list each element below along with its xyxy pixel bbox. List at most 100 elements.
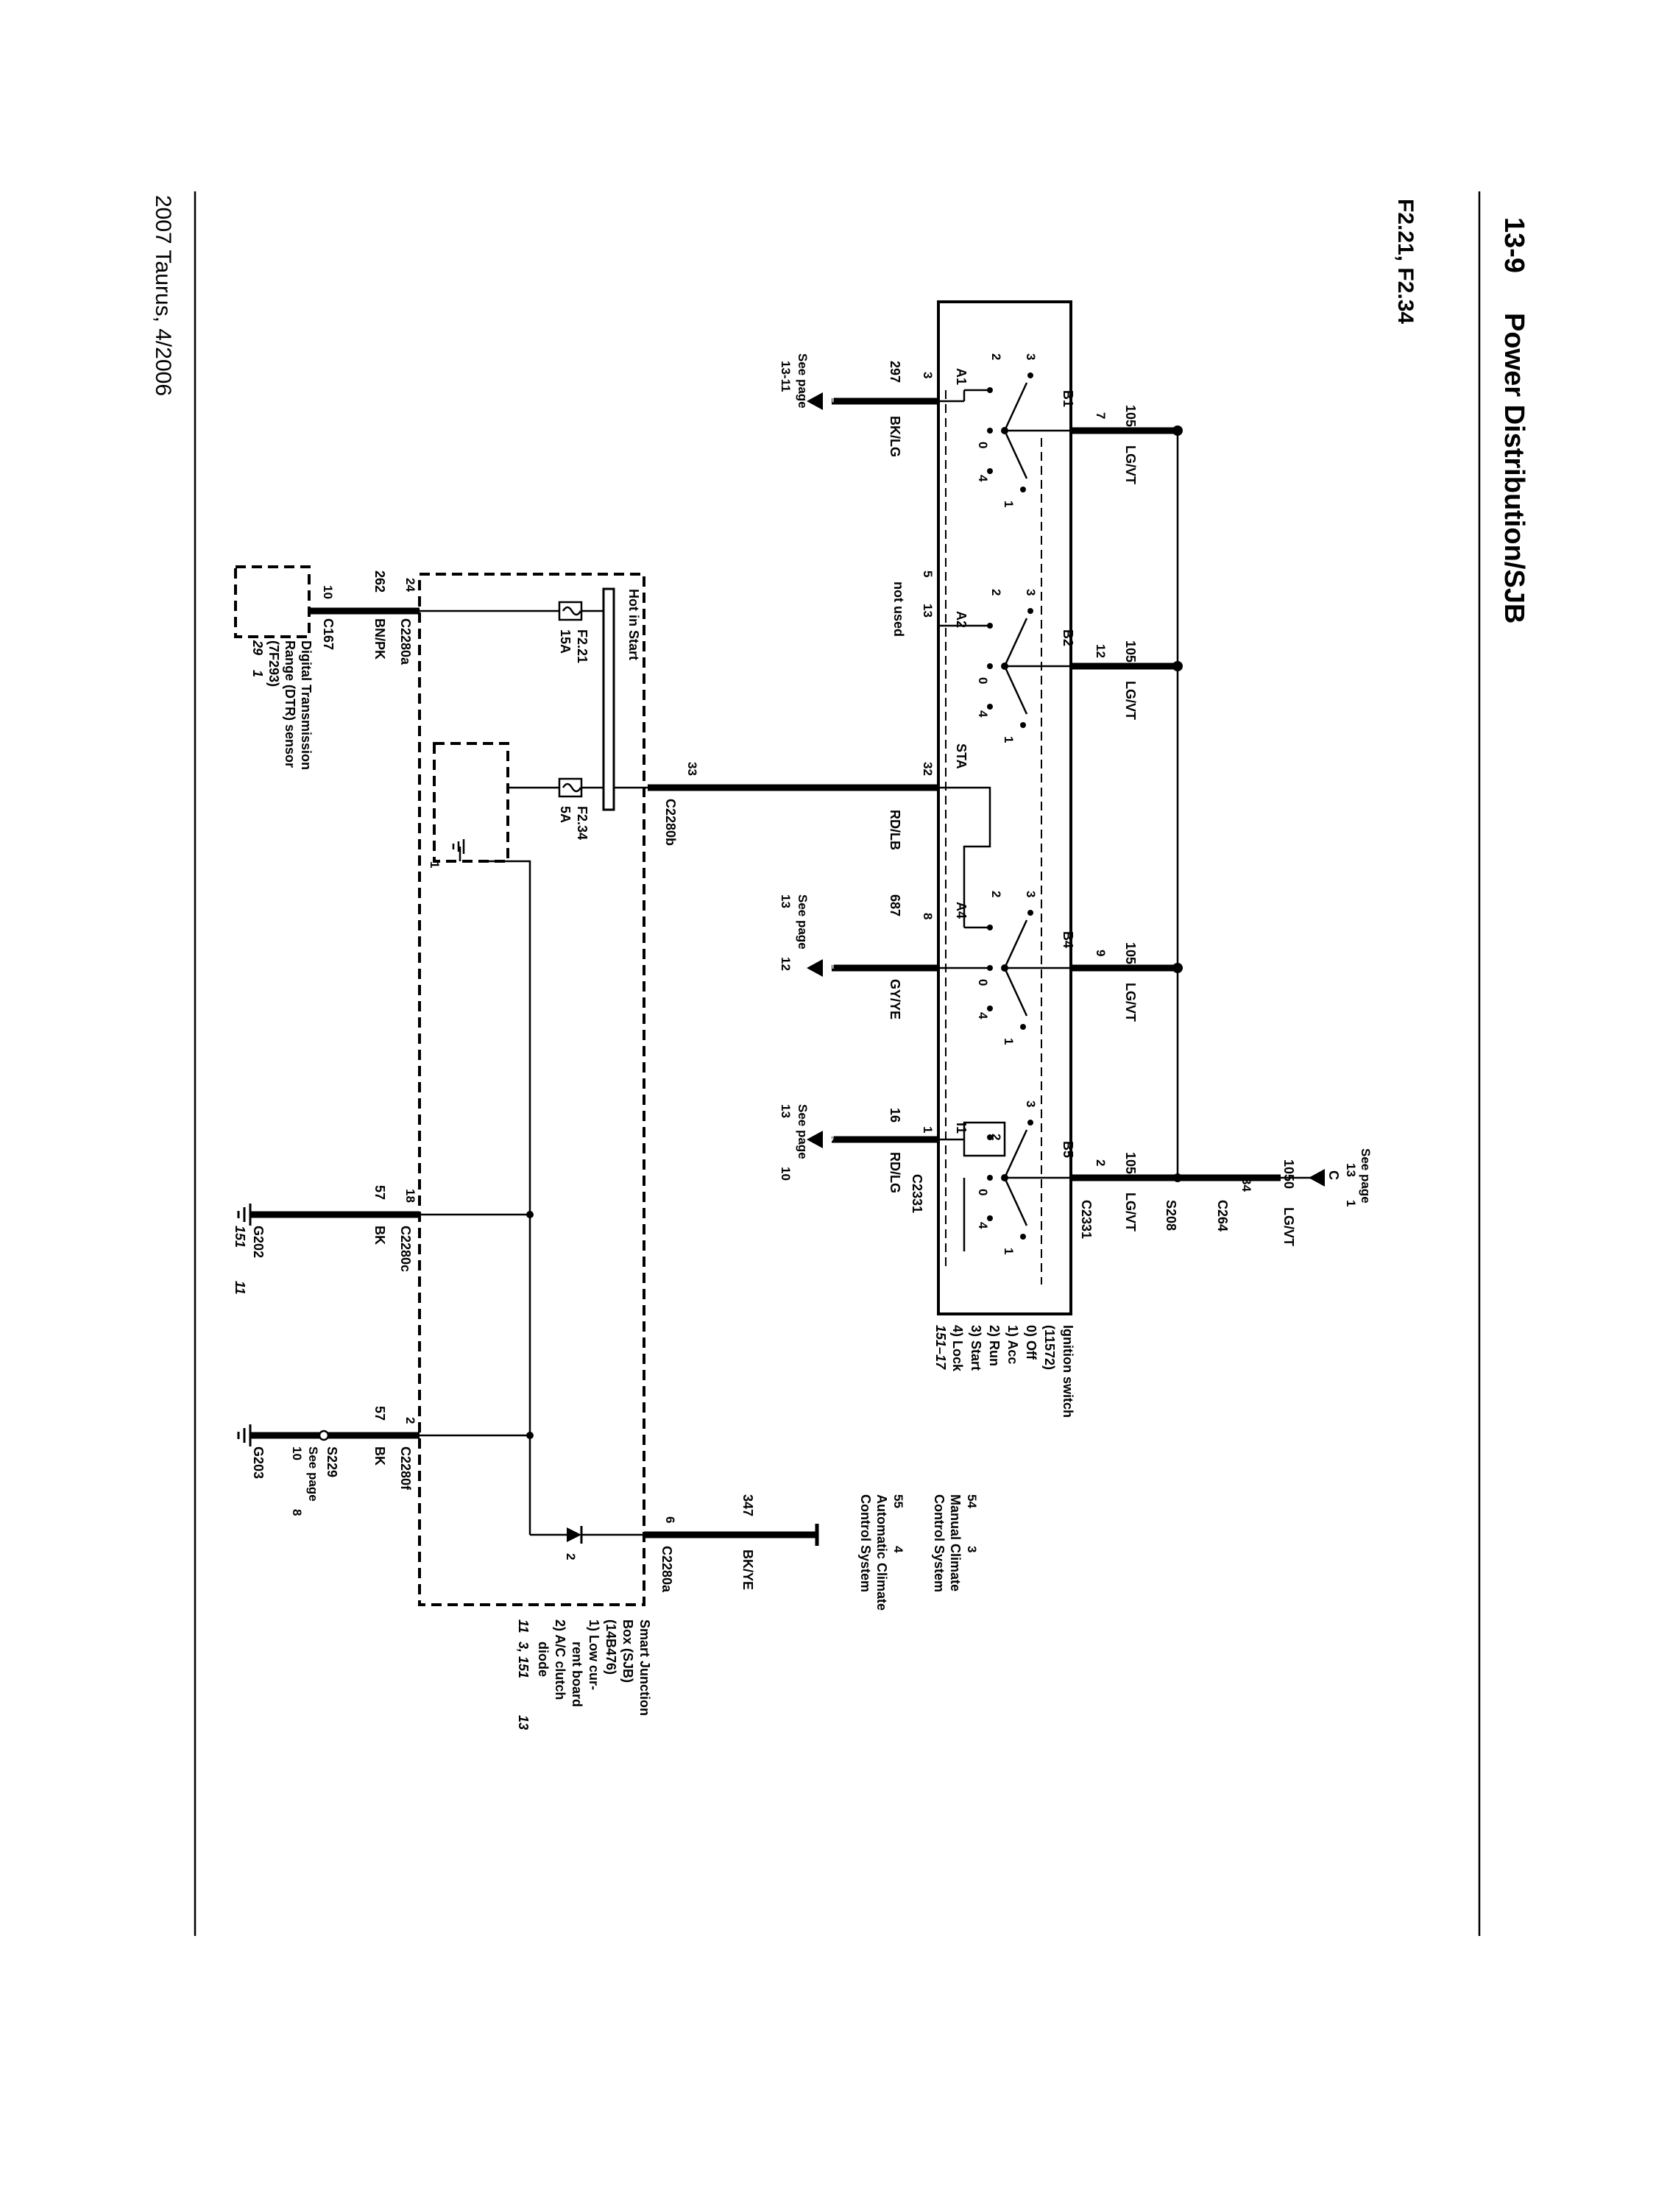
g202-connector: C2280c bbox=[398, 1226, 413, 1272]
dtr-sensor-box bbox=[234, 565, 311, 638]
d-page2: 10 bbox=[779, 1167, 793, 1181]
g202-pin: 18 bbox=[403, 1189, 417, 1203]
g202-ground-icon bbox=[237, 1204, 252, 1226]
contact-num-4d: 4 bbox=[976, 1222, 990, 1229]
e-page: 13-11 bbox=[779, 361, 793, 392]
d-see-page: See page bbox=[796, 1104, 810, 1159]
position-start: 3) Start bbox=[969, 1325, 983, 1371]
g202-label: G202 bbox=[251, 1226, 266, 1258]
c-page2: 1 bbox=[1344, 1200, 1358, 1206]
contact-num-2a: 2 bbox=[989, 353, 1003, 360]
d-letter: D bbox=[824, 1134, 836, 1142]
g203-label: G203 bbox=[251, 1446, 266, 1479]
not-used-pin2: 13 bbox=[921, 604, 935, 618]
sta-sjb-pin: 33 bbox=[685, 762, 699, 776]
f-color: GY/YE bbox=[888, 979, 902, 1020]
contact-num-0a: 0 bbox=[976, 442, 990, 448]
sjb-note2: 2) A/C clutch bbox=[553, 1619, 567, 1700]
dtr-name2: Range (DTR) sensor bbox=[283, 640, 297, 768]
f-letter: F bbox=[824, 963, 836, 969]
c-color: LG/VT bbox=[1281, 1207, 1296, 1246]
contact-num-3d: 3 bbox=[1024, 1100, 1038, 1107]
s229-splice bbox=[318, 1430, 330, 1441]
s208-label: S208 bbox=[1164, 1200, 1178, 1231]
g202-ref1: 151 bbox=[233, 1226, 247, 1248]
e-circuit: 297 bbox=[888, 361, 902, 383]
dtr-circuit: 262 bbox=[372, 570, 387, 593]
position-run: 2) Run bbox=[987, 1325, 1002, 1366]
dtr-sensor-pin: 10 bbox=[321, 585, 335, 599]
g202-circuit: 57 bbox=[372, 1185, 387, 1200]
g203-page2: 8 bbox=[290, 1509, 304, 1516]
g203-see-page: See page bbox=[306, 1446, 320, 1502]
contact-num-2b: 2 bbox=[989, 589, 1003, 596]
f-circuit: 687 bbox=[888, 894, 902, 916]
low-current-board bbox=[433, 742, 509, 863]
sjb-note1b: rent board bbox=[570, 1642, 584, 1707]
contact-num-3b: 3 bbox=[1024, 589, 1038, 596]
ac-clutch-diode bbox=[567, 1527, 581, 1542]
feed-circuit-1: 1050 bbox=[1123, 405, 1138, 434]
e-see-page: See page bbox=[796, 353, 810, 409]
contact-num-4b: 4 bbox=[976, 710, 990, 718]
manual-climate-ref: 3 bbox=[965, 1546, 979, 1552]
dtr-color: BN/PK bbox=[372, 618, 387, 660]
c264-label: C264 bbox=[1215, 1200, 1230, 1232]
g203-ground-icon bbox=[237, 1424, 252, 1446]
hot-in-start-bus bbox=[602, 587, 615, 811]
g203-page: 10 bbox=[290, 1446, 304, 1460]
sjb-part: (14B476) bbox=[604, 1619, 618, 1675]
feed-circuit-3: 1050 bbox=[1123, 942, 1138, 972]
c-page: 13 bbox=[1344, 1163, 1358, 1177]
not-used-pin1: 5 bbox=[921, 570, 935, 577]
sjb-name2: Box (SJB) bbox=[620, 1619, 635, 1683]
ignition-switch-ref: 151–17 bbox=[933, 1325, 948, 1370]
sjb-ref1: 11 bbox=[516, 1619, 531, 1633]
auto-climate-pin: 55 bbox=[891, 1494, 905, 1508]
contact-num-1c: 1 bbox=[1002, 1038, 1016, 1045]
diode-pin: 2 bbox=[564, 1553, 578, 1560]
fuse2-name: F2.34 bbox=[575, 806, 590, 840]
climate-pin: 6 bbox=[663, 1516, 677, 1523]
fuse-subtitle: F2.21, F2.34 bbox=[1393, 199, 1418, 324]
c2331-top-label: C2331 bbox=[1079, 1200, 1094, 1239]
board-ground-icon bbox=[452, 839, 465, 854]
sjb-name: Smart Junction bbox=[637, 1619, 652, 1716]
pin-b4: B4 bbox=[1061, 931, 1075, 948]
ignition-switch-name: Ignition switch bbox=[1061, 1325, 1075, 1418]
f-page: 13 bbox=[779, 894, 793, 908]
c-see-page: See page bbox=[1359, 1148, 1373, 1204]
pin-a4: A4 bbox=[954, 902, 969, 919]
ignition-switch-part: (11572) bbox=[1042, 1325, 1057, 1370]
feed-wire-b2 bbox=[1071, 661, 1183, 671]
e-pin: 3 bbox=[921, 372, 935, 378]
fuse1-symbol bbox=[562, 606, 582, 616]
dtr-ref1: 29 bbox=[250, 640, 265, 655]
sta-pin: 32 bbox=[921, 762, 935, 776]
climate-connector: C2280a bbox=[659, 1546, 674, 1593]
sta-connector: C2280b bbox=[663, 799, 678, 846]
pin-sta: STA bbox=[954, 743, 969, 769]
d-color: RD/LG bbox=[888, 1152, 902, 1193]
section-number: 13-9 bbox=[1498, 217, 1529, 273]
fuse1-amp: 15A bbox=[558, 629, 573, 654]
contact-num-1d: 1 bbox=[1002, 1248, 1016, 1254]
board-pin: 1 bbox=[428, 861, 442, 868]
d-pin: 1 bbox=[921, 1126, 935, 1133]
e-color: BK/LG bbox=[888, 416, 902, 457]
feed-color-2: LG/VT bbox=[1123, 681, 1138, 720]
switch-contacts-1 bbox=[963, 372, 1071, 492]
contact-num-3c: 3 bbox=[1024, 891, 1038, 897]
contact-num-3a: 3 bbox=[1024, 353, 1038, 360]
sta-color: RD/LB bbox=[888, 810, 902, 850]
g203-circuit: 57 bbox=[372, 1406, 387, 1421]
fuse2-amp: 5A bbox=[558, 806, 573, 823]
e-arrow bbox=[807, 392, 823, 410]
g202-color: BK bbox=[372, 1226, 387, 1245]
feed-wire-b4 bbox=[1071, 963, 1183, 973]
fuse-f2-34 bbox=[558, 777, 583, 798]
manual-climate-2: Control System bbox=[932, 1494, 946, 1592]
manual-climate-pin: 54 bbox=[965, 1494, 979, 1508]
contact-num-4a: 4 bbox=[976, 475, 990, 482]
